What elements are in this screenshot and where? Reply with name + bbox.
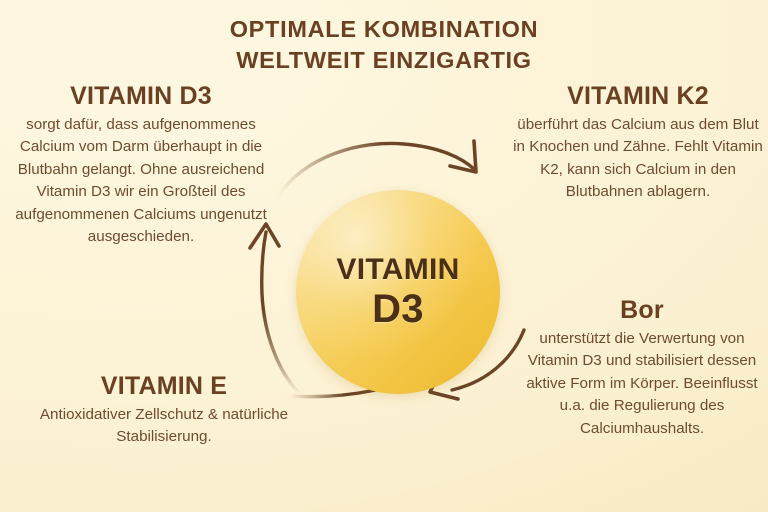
title-block: OPTIMALE KOMBINATION WELTWEIT EINZIGARTI… (0, 14, 768, 76)
info-block-bor: Bor unterstützt die Verwertung von Vitam… (518, 296, 766, 440)
info-block-vitamin-k2-heading: VITAMIN K2 (567, 82, 709, 110)
info-block-bor-body: unterstützt die Verwertung von Vitamin D… (526, 330, 758, 437)
info-block-vitamin-e-body: Antioxidativer Zellschutz & natürliche S… (39, 406, 289, 446)
info-block-vitamin-d3-heading: VITAMIN D3 (70, 82, 212, 110)
center-circle-vitamin-d3: VITAMIN D3 (296, 190, 500, 394)
info-block-vitamin-e: VITAMIN E Antioxidativer Zellschutz & na… (30, 372, 298, 449)
info-block-vitamin-e-heading: VITAMIN E (100, 372, 228, 400)
center-circle-line-1: VITAMIN (336, 253, 460, 286)
info-block-vitamin-k2: VITAMIN K2 überführt das Calcium aus dem… (512, 82, 764, 204)
title-line-2: WELTWEIT EINZIGARTIG (236, 47, 532, 73)
info-block-bor-heading: Bor (620, 296, 664, 324)
arrow-top-right-icon (276, 139, 478, 198)
info-block-vitamin-d3-body: sorgt dafür, dass aufgenommenes Calcium … (15, 116, 267, 246)
title-line-1: OPTIMALE KOMBINATION (229, 16, 539, 42)
center-circle-line-2: D3 (372, 287, 424, 331)
arrow-left-up-icon (248, 222, 302, 396)
info-block-vitamin-d3: VITAMIN D3 sorgt dafür, dass aufgenommen… (8, 82, 274, 248)
info-block-vitamin-k2-body: überführt das Calcium aus dem Blut in Kn… (513, 116, 763, 201)
